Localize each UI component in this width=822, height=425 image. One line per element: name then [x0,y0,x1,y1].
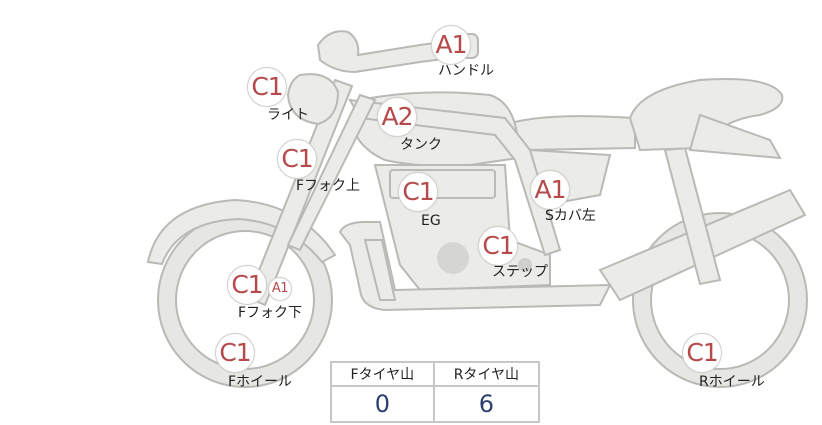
fork-lower-grade-secondary: A1 [268,277,292,301]
handlebar-graphic [316,30,477,74]
rear-tire-header: Rタイヤ山 [432,361,541,387]
front-wheel-grade: C1 [215,333,255,373]
engine-grade: C1 [398,172,438,212]
tire-table-value-row: 0 6 [330,385,541,423]
fork-upper-label: Fフォク上 [296,178,361,194]
front-tire-header: Fタイヤ山 [330,361,435,387]
rear-frame-graphic [688,113,782,160]
side-cover-left-label: Sカバ左 [545,208,596,224]
rear-wheel-label: Rホイール [699,374,765,390]
fork-lower-label: Fフォク下 [238,305,303,321]
light-label: ライト [267,107,309,123]
headlight-graphic [286,73,340,126]
tank-grade: A2 [377,97,417,137]
step-grade: C1 [478,226,518,266]
fork-lower-grade: C1 [227,265,267,305]
exhaust-pipe-graphic [363,239,397,301]
engine-cover-graphic [437,242,469,274]
rear-tire-value: 6 [432,385,541,423]
fork-upper-grade: C1 [277,139,317,179]
tire-table-header-row: Fタイヤ山 Rタイヤ山 [330,361,541,387]
engine-plug-graphic [518,258,532,272]
exhaust-graphic [338,221,612,312]
side-cover-left-grade: A1 [530,170,570,210]
engine-label: EG [421,213,441,229]
front-fork-graphic [246,78,354,307]
front-fork-2-graphic [286,93,377,252]
light-grade: C1 [247,67,287,107]
front-tire-value: 0 [330,385,435,423]
handle-grade: A1 [431,25,471,65]
tank-label: タンク [400,137,442,153]
step-label: ステップ [492,264,548,280]
rear-wheel-grade: C1 [682,333,722,373]
tire-tread-table: Fタイヤ山 Rタイヤ山 0 6 [330,361,541,423]
handle-label: ハンドル [438,63,494,79]
front-wheel-label: Fホイール [228,374,293,390]
